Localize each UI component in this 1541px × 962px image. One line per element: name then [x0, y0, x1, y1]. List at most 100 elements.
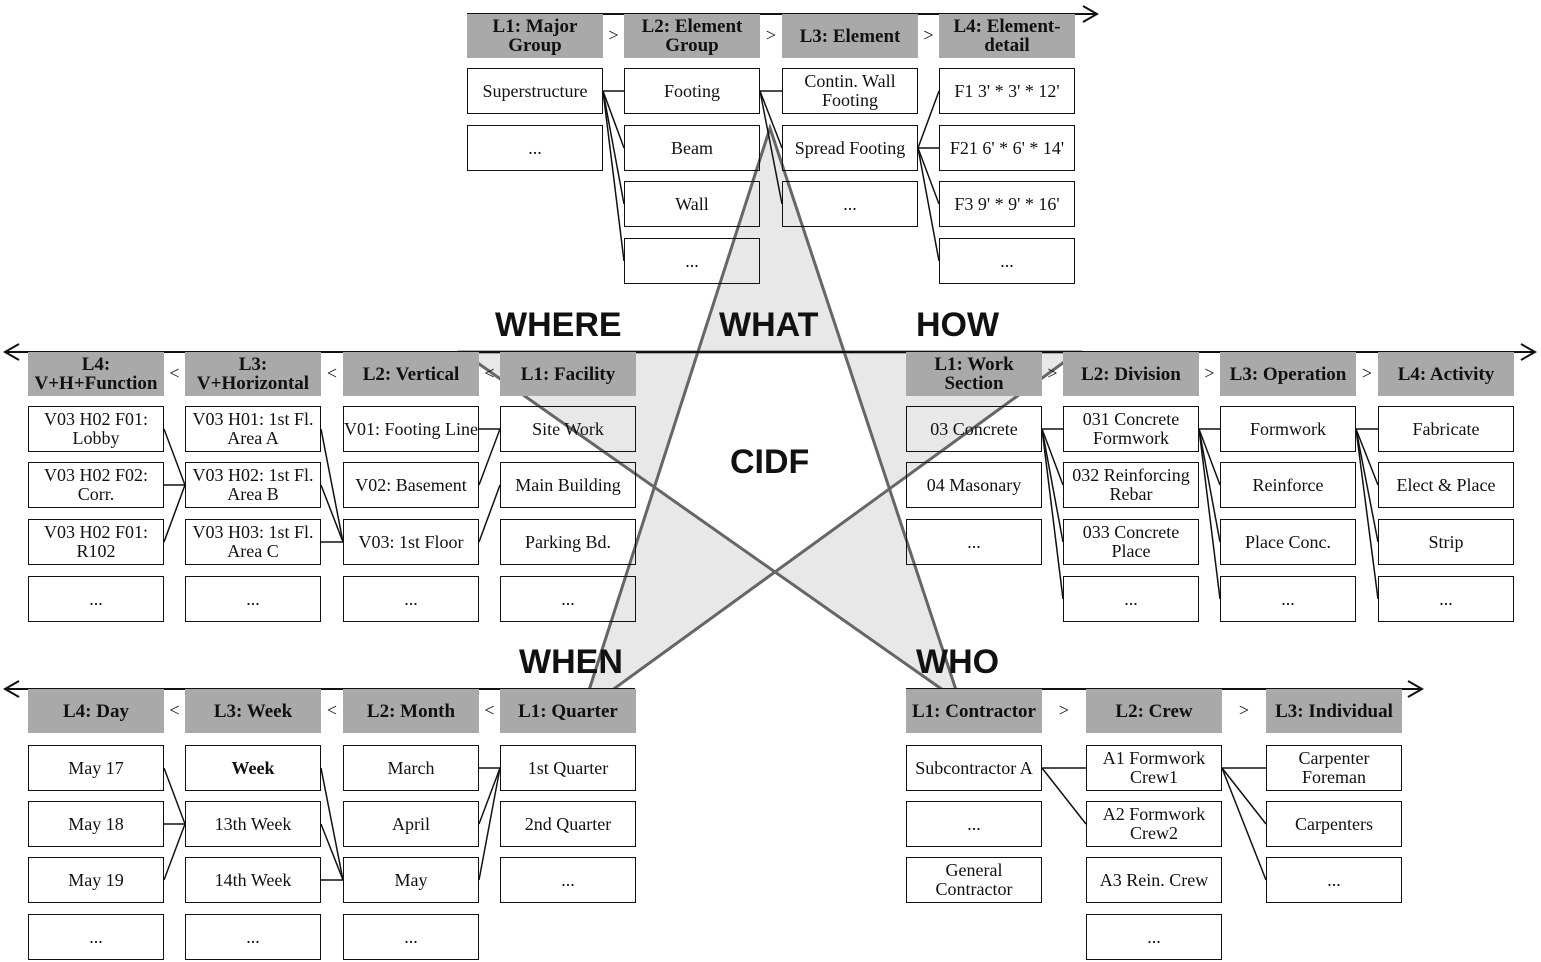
where-level-separator: < — [326, 363, 338, 383]
how-item: ... — [1378, 576, 1514, 622]
how-level-separator: > — [1361, 363, 1373, 383]
where-label: WHERE — [495, 306, 622, 344]
who-level-separator: > — [1058, 700, 1070, 720]
when-item: March — [343, 745, 479, 791]
where-item: ... — [343, 576, 479, 622]
connector-line — [163, 484, 186, 543]
how-item: Place Conc. — [1220, 519, 1356, 565]
where-item: Parking Bd. — [500, 519, 636, 565]
connector-line — [759, 90, 783, 205]
where-header-level-2: L3: V+Horizontal — [185, 352, 321, 396]
arrowhead-icon — [2, 343, 20, 361]
how-header-level-4: L4: Activity — [1378, 352, 1514, 396]
what-item: ... — [467, 125, 603, 171]
how-item: 032 Reinforcing Rebar — [1063, 462, 1199, 508]
what-header-level-2: L2: Element Group — [624, 14, 760, 58]
how-header-level-2: L2: Division — [1063, 352, 1199, 396]
what-item: ... — [939, 238, 1075, 284]
where-header-level-4: L1: Facility — [500, 352, 636, 396]
where-item: V03 H03: 1st Fl. Area C — [185, 519, 321, 565]
where-item: V03 H01: 1st Fl. Area A — [185, 406, 321, 452]
connector-line — [320, 767, 344, 881]
when-item: 1st Quarter — [500, 745, 636, 791]
connector-line — [1355, 428, 1379, 486]
what-header-level-1: L1: Major Group — [467, 14, 603, 58]
what-header-level-3: L3: Element — [782, 14, 918, 58]
when-header-level-1: L4: Day — [28, 689, 164, 733]
who-item: A3 Rein. Crew — [1086, 857, 1222, 903]
connector-line — [478, 484, 501, 543]
how-item: Fabricate — [1378, 406, 1514, 452]
who-header-level-2: L2: Crew — [1086, 689, 1222, 733]
what-item: Spread Footing — [782, 125, 918, 171]
connector-line — [1221, 767, 1267, 825]
where-header-level-3: L2: Vertical — [343, 352, 479, 396]
connector-line — [1041, 767, 1087, 825]
connector-line — [917, 90, 940, 149]
who-item: ... — [906, 801, 1042, 847]
when-header-level-2: L3: Week — [185, 689, 321, 733]
what-item: Wall — [624, 181, 760, 227]
when-level-separator: < — [326, 700, 338, 720]
connector-line — [320, 484, 344, 543]
when-item: ... — [500, 857, 636, 903]
where-item: V01: Footing Line — [343, 406, 479, 452]
connector-line — [1041, 428, 1064, 600]
who-item: General Contractor — [906, 857, 1042, 903]
what-item: F3 9' * 9' * 16' — [939, 181, 1075, 227]
where-item: V03 H02 F01: Lobby — [28, 406, 164, 452]
where-header-level-1: L4: V+H+Function — [28, 352, 164, 396]
when-item: Week — [185, 745, 321, 791]
when-item: 2nd Quarter — [500, 801, 636, 847]
what-header-level-4: L4: Element-detail — [939, 14, 1075, 58]
when-item: May 19 — [28, 857, 164, 903]
connector-line — [163, 428, 186, 486]
where-level-separator: < — [484, 363, 495, 383]
where-item: Site Work — [500, 406, 636, 452]
who-header-level-3: L3: Individual — [1266, 689, 1402, 733]
connector-line — [1198, 428, 1221, 486]
who-label: WHO — [916, 643, 1000, 681]
who-header-level-1: L1: Contractor — [906, 689, 1042, 733]
who-item: Carpenters — [1266, 801, 1402, 847]
connector-line — [917, 147, 940, 205]
how-item: 031 Concrete Formwork — [1063, 406, 1199, 452]
when-item: April — [343, 801, 479, 847]
how-item: Strip — [1378, 519, 1514, 565]
how-item: 03 Concrete — [906, 406, 1042, 452]
how-item: 033 Concrete Place — [1063, 519, 1199, 565]
arrowhead-icon — [1082, 5, 1100, 23]
where-item: ... — [185, 576, 321, 622]
connector-line — [602, 90, 625, 205]
connector-line — [1355, 428, 1379, 543]
connector-line — [602, 90, 625, 149]
when-item: May 17 — [28, 745, 164, 791]
where-item: V03 H02: 1st Fl. Area B — [185, 462, 321, 508]
what-item: Contin. Wall Footing — [782, 68, 918, 114]
who-item: Subcontractor A — [906, 745, 1042, 791]
when-item: May — [343, 857, 479, 903]
connector-line — [759, 90, 783, 149]
how-header-level-3: L3: Operation — [1220, 352, 1356, 396]
when-item: 14th Week — [185, 857, 321, 903]
arrowhead-icon — [2, 680, 20, 698]
connector-line — [478, 767, 501, 881]
how-label: HOW — [916, 306, 1000, 344]
what-item: Superstructure — [467, 68, 603, 114]
who-item: ... — [1086, 914, 1222, 960]
what-item: ... — [782, 181, 918, 227]
where-item: V03 H02 F01: R102 — [28, 519, 164, 565]
connector-line — [478, 767, 501, 825]
connector-line — [1041, 428, 1064, 486]
when-level-separator: < — [484, 700, 495, 720]
cidf-label: CIDF — [730, 443, 810, 481]
where-item: Main Building — [500, 462, 636, 508]
when-label: WHEN — [519, 643, 623, 681]
when-item: ... — [185, 914, 321, 960]
connector-line — [1198, 428, 1221, 600]
connector-line — [320, 823, 344, 881]
where-item: ... — [500, 576, 636, 622]
connector-line — [1355, 428, 1379, 600]
